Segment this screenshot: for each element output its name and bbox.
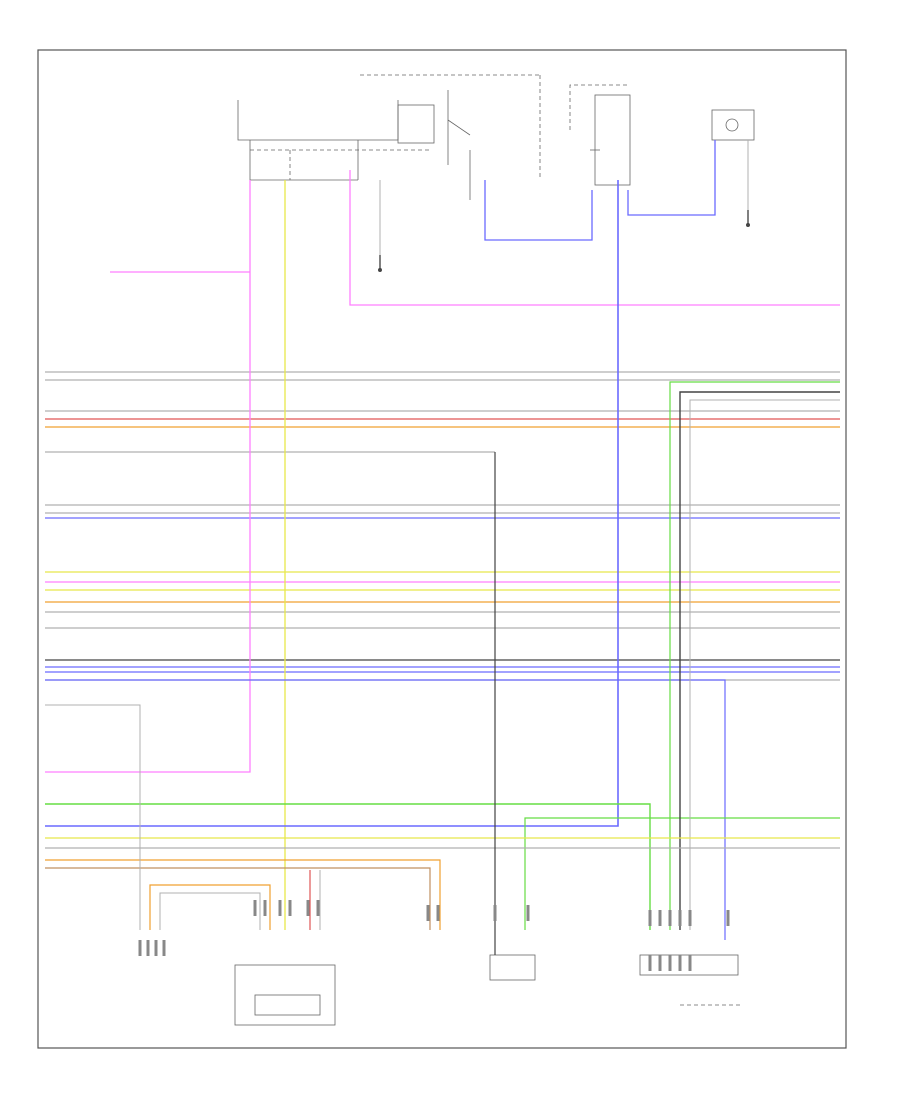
fuel-pump-control-module	[569, 84, 631, 186]
fuel-pump-relay	[360, 74, 541, 200]
green-wire-1	[45, 803, 651, 930]
blue-wire-lower	[45, 679, 726, 940]
ecm-connector-pin-1	[263, 900, 267, 916]
right-connector-pin-0	[648, 910, 652, 926]
right-module-pin-2	[668, 955, 672, 971]
right-connector-pin-1	[658, 910, 662, 926]
mid-connector-pin-0	[426, 905, 430, 921]
blue-wire-relay	[484, 180, 593, 241]
gray-wire-drop	[45, 704, 141, 930]
mid-connector-pin-1	[436, 905, 440, 921]
right-module-pin-1	[658, 955, 662, 971]
orange-wire-left	[149, 884, 271, 930]
sensor-connector-pin-1	[526, 905, 530, 921]
connector-pins	[138, 900, 730, 971]
left-connector-pin-1	[146, 940, 150, 956]
right-connector-pin-2	[668, 910, 672, 926]
ecm-connector-pin-2	[278, 900, 282, 916]
gray-wire-left	[159, 892, 261, 930]
right-connector-pin-5	[726, 910, 730, 926]
sensor-connector-pin-0	[493, 905, 497, 921]
blue-wire-pump	[627, 140, 716, 216]
green-wire-3	[669, 381, 840, 930]
fuel-pump	[711, 109, 755, 141]
right-connector-pin-4	[688, 910, 692, 926]
sensor-module	[489, 954, 536, 981]
green-wire-2	[524, 817, 840, 930]
ground-symbol-2	[746, 210, 750, 227]
power-distribution-box	[237, 100, 430, 181]
blue-wire-long	[45, 180, 619, 827]
ecm-connector-pin-0	[253, 900, 257, 916]
left-connector-pin-3	[162, 940, 166, 956]
brown-wire-1	[45, 867, 431, 930]
right-module-pin-3	[678, 955, 682, 971]
right-connector-pin-3	[678, 910, 682, 926]
pink-wire-vertical	[45, 180, 251, 773]
left-connector-pin-2	[154, 940, 158, 956]
ecm-module	[234, 964, 336, 1026]
ecm-connector-pin-4	[306, 900, 310, 916]
right-module-pin-0	[648, 955, 652, 971]
gray-wire-1	[689, 399, 840, 930]
ecm-connector-pin-3	[288, 900, 292, 916]
right-module-pin-4	[688, 955, 692, 971]
ground-symbol-1	[378, 255, 382, 272]
dark-wire-1	[679, 391, 840, 930]
orange-wire-1	[45, 859, 441, 930]
wire-layer	[45, 140, 840, 955]
ecm-connector-pin-5	[316, 900, 320, 916]
pink-wire-top	[349, 170, 840, 306]
diagram-frame	[37, 49, 847, 1049]
left-connector-pin-0	[138, 940, 142, 956]
